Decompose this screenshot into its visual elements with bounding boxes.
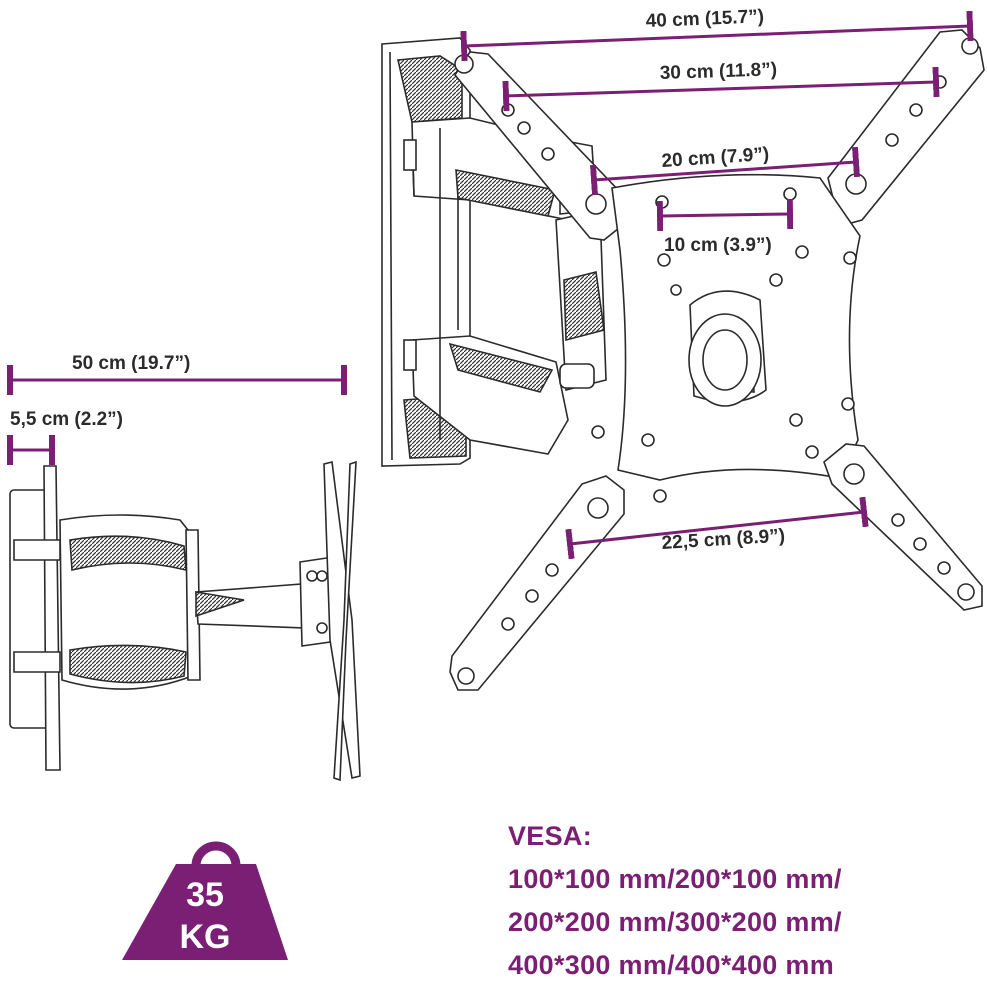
vesa-spec: VESA: 100*100 mm/200*100 mm/ 200*200 mm/… bbox=[508, 815, 842, 987]
bracket-arm-upper-right bbox=[827, 29, 985, 227]
weight-badge: 35 KG bbox=[122, 841, 288, 960]
dim-line-20cm bbox=[589, 146, 861, 196]
vesa-line-1: 100*100 mm/200*100 mm/ bbox=[508, 864, 842, 894]
vesa-plate bbox=[591, 173, 861, 503]
bracket-arm-lower-right bbox=[823, 443, 983, 611]
dim-label-40cm: 40 cm (15.7”) bbox=[645, 6, 764, 32]
weight-icon bbox=[191, 841, 241, 867]
dimension-lines bbox=[7, 10, 974, 560]
dim-line-40cm bbox=[460, 10, 974, 62]
lower-arm bbox=[403, 330, 569, 455]
mount-side-view bbox=[9, 460, 361, 782]
vesa-line-3: 400*300 mm/400*400 mm bbox=[508, 950, 835, 980]
bracket-arm-lower-left bbox=[449, 475, 625, 691]
dim-label-5-5cm: 5,5 cm (2.2”) bbox=[10, 409, 123, 430]
vesa-line-2: 200*200 mm/300*200 mm/ bbox=[508, 907, 842, 937]
dim-line-10cm bbox=[656, 198, 794, 232]
dim-label-50cm: 50 cm (19.7”) bbox=[72, 353, 190, 374]
vesa-heading: VESA: bbox=[508, 821, 593, 851]
weight-unit: KG bbox=[180, 918, 231, 956]
dim-label-30cm: 30 cm (11.8”) bbox=[659, 59, 777, 84]
dim-label-22-5cm: 22,5 cm (8.9”) bbox=[661, 525, 786, 554]
mount-perspective-view bbox=[381, 29, 985, 691]
dim-line-22-5cm bbox=[565, 496, 869, 560]
dim-label-10cm: 10 cm (3.9”) bbox=[664, 235, 772, 256]
dim-line-30cm bbox=[502, 66, 940, 112]
weight-value: 35 bbox=[186, 876, 224, 914]
